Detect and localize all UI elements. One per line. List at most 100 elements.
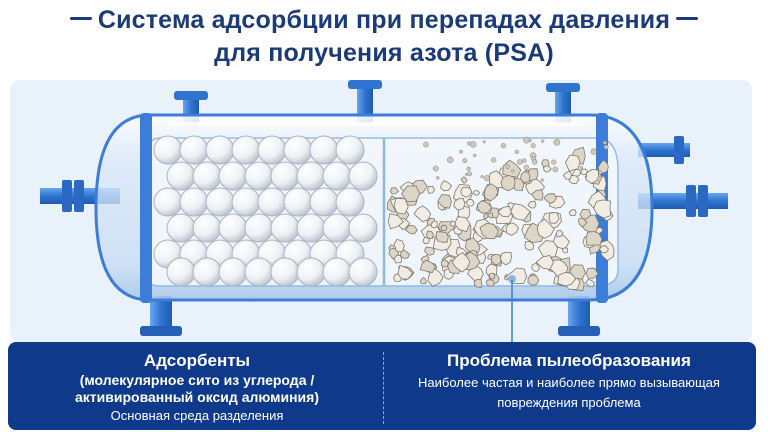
dust-fragment [585, 267, 599, 279]
adsorbent-ball [192, 213, 222, 243]
dust-speck [590, 148, 597, 155]
dust-speck [523, 136, 530, 144]
adsorbent-ball [296, 161, 326, 191]
adsorbent-ball [322, 257, 352, 287]
callout-pointer [508, 275, 516, 342]
dust-fragment [542, 165, 552, 173]
title-line-2: для получения азота (PSA) [214, 39, 554, 67]
dust-speck [531, 159, 538, 165]
dust-fragment [476, 200, 493, 214]
dust-speck [505, 164, 511, 170]
title-decoration-right [676, 17, 698, 20]
dust-fragment [487, 212, 494, 219]
adsorbent-ball [283, 187, 313, 217]
dust-fragment [490, 253, 502, 266]
dust-speck [528, 139, 532, 143]
adsorbent-ball [218, 257, 248, 287]
dust-fragment [460, 176, 468, 184]
dust-fragment [437, 194, 452, 209]
dust-fragment [598, 245, 610, 254]
dust-fragment [571, 169, 582, 177]
dust-fragment [535, 255, 554, 270]
adsorbent-ball [192, 257, 222, 287]
dust-fragment [387, 213, 405, 230]
dust-speck [602, 140, 607, 145]
dust-fragment [413, 205, 432, 223]
dust-fragment [524, 240, 535, 251]
dust-speck [598, 170, 603, 175]
info-divider [383, 352, 384, 424]
adsorbent-ball [335, 187, 365, 217]
dust-fragment [401, 185, 421, 203]
adsorbent-ball [231, 135, 261, 165]
adsorbents-heading: Адсорбенты [143, 351, 251, 370]
dust-speck [466, 166, 471, 171]
adsorbent-ball [309, 187, 339, 217]
dust-fragment [531, 262, 540, 273]
dust-fragment [500, 251, 512, 266]
dust-speck [423, 141, 429, 148]
dust-particles [386, 136, 615, 292]
dust-speck [500, 143, 507, 149]
adsorbent-ball [166, 213, 196, 243]
dust-fragment [400, 249, 411, 259]
dust-speck [522, 158, 527, 163]
adsorbent-ball [296, 257, 326, 287]
dust-fragment [510, 203, 531, 221]
dust-fragment [451, 252, 471, 273]
dust-fragment [425, 230, 434, 239]
outlet-pipes [638, 136, 728, 217]
dust-speck [480, 175, 484, 179]
dust-fragment [465, 198, 475, 207]
adsorbent-ball [257, 135, 287, 165]
dust-speck [459, 149, 463, 154]
dust-fragment [485, 279, 495, 287]
adsorbent-ball [348, 213, 378, 243]
dust-fragment [593, 199, 612, 219]
dust-speck [435, 176, 440, 180]
adsorbent-ball [218, 161, 248, 191]
adsorbent-ball [218, 213, 248, 243]
dust-speck [511, 169, 515, 173]
dust-fragment [419, 259, 436, 273]
adsorbent-ball [179, 135, 209, 165]
dust-fragment [488, 170, 505, 189]
dust-fragment [483, 213, 489, 220]
adsorbent-ball [166, 161, 196, 191]
adsorbent-ball [166, 257, 196, 287]
dust-fragment [424, 246, 436, 256]
dust-fragment [580, 168, 589, 176]
dust-fragment [460, 186, 473, 198]
dust-speck [523, 164, 529, 170]
adsorbent-ball [270, 257, 300, 287]
dust-fragment [531, 189, 544, 201]
dust-speck [446, 156, 454, 164]
dust-speck [473, 153, 477, 158]
adsorbent-ball [244, 161, 274, 191]
dust-fragment [389, 187, 400, 195]
dust-fragment [520, 171, 531, 184]
dust-fragment [453, 198, 466, 211]
dust-fragment [479, 222, 500, 240]
dust-fragment [585, 278, 595, 288]
dust-fragment [497, 205, 513, 218]
adsorbent-ball [192, 161, 222, 191]
dust-speck [552, 166, 559, 173]
adsorbent-ball [270, 161, 300, 191]
dust-fragment [449, 220, 456, 227]
dust-fragment [568, 209, 577, 217]
adsorbent-ball [231, 187, 261, 217]
dust-speck [432, 165, 439, 172]
dust-fragment [557, 271, 577, 287]
support-legs [140, 296, 600, 336]
adsorbents-sub-1: (молекулярное сито из углерода / [79, 372, 315, 388]
dust-fragment [393, 197, 409, 215]
dust-fragment [473, 278, 483, 289]
adsorbent-ball [283, 135, 313, 165]
dust-fragment [597, 159, 609, 174]
title-line-1: Система адсорбции при перепадах давления [97, 6, 671, 34]
dust-speck [551, 159, 557, 165]
dust-speck [482, 140, 486, 144]
adsorbent-ball [322, 161, 352, 191]
